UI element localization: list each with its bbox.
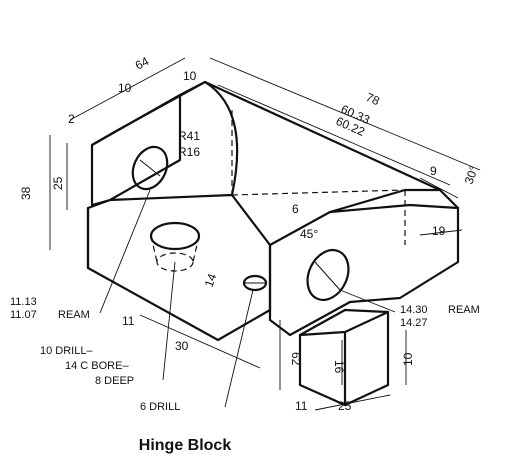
drill-6-hole (242, 274, 268, 292)
drawing-title: Hinge Block (138, 437, 232, 454)
dim-30: 30 (175, 339, 189, 353)
dim-19-line (419, 229, 463, 236)
cbore-side-l (150, 235, 158, 263)
dim-60-line (217, 84, 451, 186)
cbore-top (149, 221, 201, 251)
note-ream-small-upper: 11.13 (10, 296, 37, 308)
dim-r16: R16 (178, 145, 200, 159)
dim-30-line (139, 314, 261, 369)
note-ream-large-upper: 14.30 (400, 304, 428, 316)
dim-9-top: 9 (430, 164, 437, 178)
dim-25-foot: 25 (338, 399, 352, 413)
dim-11-foot: 11 (295, 399, 308, 413)
dim-25-foot-line (314, 394, 391, 411)
left-lug-face (90, 93, 182, 207)
cbore-side-r (192, 235, 200, 263)
curved-top (203, 80, 239, 197)
dim-64: 64 (133, 54, 152, 73)
left-lug-top (90, 80, 207, 147)
dim-2: 2 (68, 112, 75, 126)
right-block-face (268, 203, 460, 337)
dim-19: 19 (432, 224, 446, 238)
right-block-top (328, 188, 442, 214)
note-ream-small-lower: 11.07 (10, 309, 37, 321)
note-ream-small-label: REAM (58, 309, 90, 321)
note-ream-large-label: REAM (448, 304, 480, 316)
dim-14: 14 (202, 271, 220, 289)
foot-top (298, 308, 390, 337)
note-drill-6: 6 DRILL (140, 401, 180, 413)
dim-38: 38 (19, 186, 33, 200)
dim-30-angle: 30° (462, 164, 481, 186)
base-block (86, 193, 272, 342)
dim-6: 6 (292, 202, 299, 216)
leader-drill-6 (224, 289, 254, 408)
leader-large-ream (339, 289, 396, 313)
dim-78: 78 (364, 90, 382, 108)
cbore-bottom (156, 252, 194, 272)
note-ream-large-lower: 14.27 (400, 317, 428, 329)
dim-25: 25 (51, 176, 65, 190)
dim-10-a: 10 (118, 81, 132, 95)
left-hole-center (139, 159, 161, 177)
dim-16: 16 (332, 360, 346, 374)
dim-9-line (419, 177, 459, 199)
dim-10-b: 10 (183, 69, 197, 83)
dim-11-left: 11 (122, 314, 135, 328)
note-cbore-14: 14 C BORE– (65, 360, 129, 372)
leader-cbore (162, 261, 176, 381)
dim-64-line (69, 57, 186, 121)
leader-small-ream (99, 189, 151, 314)
right-hole-center (314, 261, 341, 291)
dim-45-angle: 45° (300, 227, 318, 241)
dim-10-foot: 10 (401, 352, 415, 366)
note-deep-8: 8 DEEP (95, 375, 134, 387)
dim-78-line (209, 57, 481, 171)
right-ream-hole (306, 249, 350, 301)
hidden-edge-1 (231, 189, 406, 196)
dim-62: 62 (289, 352, 303, 366)
dim-r41: R41 (178, 129, 200, 143)
left-ream-hole (131, 145, 169, 191)
note-drill-10: 10 DRILL– (40, 345, 93, 357)
